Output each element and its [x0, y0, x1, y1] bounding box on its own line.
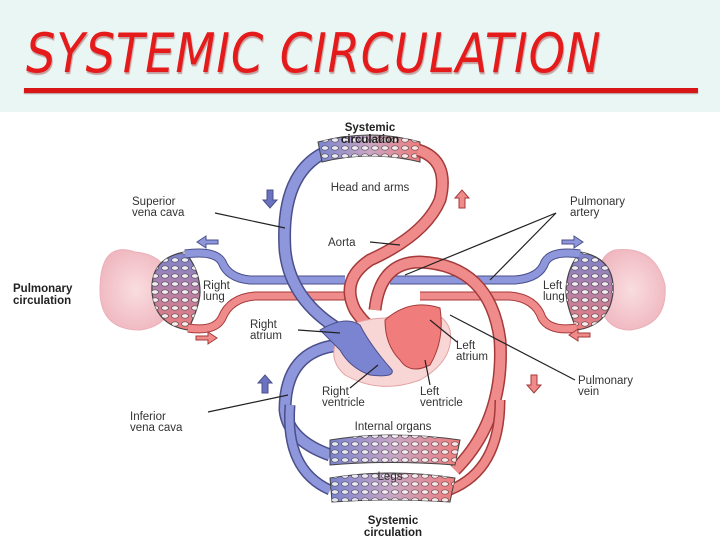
- label-left-ventricle-1: Left: [420, 386, 440, 398]
- label-left-atrium-2: atrium: [456, 351, 488, 363]
- label-superior-vena-cava-1: Superior: [132, 196, 176, 208]
- arrow-down-lower-arteries: [525, 374, 543, 394]
- arrow-up-head-arteries: [453, 189, 471, 209]
- label-pulmonary-circulation-1: Pulmonary: [13, 283, 73, 295]
- arrow-right-to-left-lung: [561, 235, 584, 249]
- right-heart: [319, 320, 393, 377]
- arrow-up-lower-veins: [256, 374, 274, 394]
- arrow-left-to-right-lung: [196, 235, 219, 249]
- label-left-lung-2: lung: [543, 291, 565, 303]
- label-systemic-top-2: circulation: [341, 134, 399, 146]
- arrow-right-from-right-lung: [195, 331, 218, 345]
- label-left-ventricle-2: ventricle: [420, 397, 463, 409]
- label-systemic-bottom-2: circulation: [364, 527, 422, 539]
- label-superior-vena-cava-2: vena cava: [132, 207, 185, 219]
- label-inferior-vena-cava-1: Inferior: [130, 411, 166, 423]
- label-pulmonary-artery-1: Pulmonary: [570, 196, 625, 208]
- arrow-left-from-left-lung: [568, 328, 591, 342]
- label-pulmonary-circulation-2: circulation: [13, 295, 71, 307]
- label-legs: Legs: [378, 471, 403, 483]
- label-right-lung-2: lung: [203, 291, 225, 303]
- label-systemic-top-1: Systemic: [345, 122, 396, 134]
- label-systemic-bottom-1: Systemic: [368, 515, 419, 527]
- leader-lines: [207, 212, 576, 413]
- title-underline: [24, 88, 698, 93]
- label-pulmonary-vein-2: vein: [578, 386, 599, 398]
- aorta-arch: [343, 143, 449, 336]
- label-right-ventricle-1: Right: [322, 386, 350, 398]
- label-right-ventricle-2: ventricle: [322, 397, 365, 409]
- page-title: SYSTEMIC CIRCULATION: [26, 22, 602, 85]
- label-right-atrium-2: atrium: [250, 330, 282, 342]
- label-right-lung-1: Right: [203, 280, 231, 292]
- label-head-and-arms: Head and arms: [331, 182, 410, 194]
- label-left-atrium-1: Left: [456, 340, 476, 352]
- label-aorta: Aorta: [328, 237, 356, 249]
- label-right-atrium-1: Right: [250, 319, 278, 331]
- label-left-lung-1: Left: [543, 280, 563, 292]
- label-pulmonary-artery-2: artery: [570, 207, 600, 219]
- title-banner: SYSTEMIC CIRCULATION: [0, 0, 720, 112]
- label-inferior-vena-cava-2: vena cava: [130, 422, 183, 434]
- label-pulmonary-vein-1: Pulmonary: [578, 375, 633, 387]
- label-internal-organs: Internal organs: [355, 421, 432, 433]
- arrow-down-head-veins: [261, 189, 279, 209]
- left-heart: [384, 304, 442, 370]
